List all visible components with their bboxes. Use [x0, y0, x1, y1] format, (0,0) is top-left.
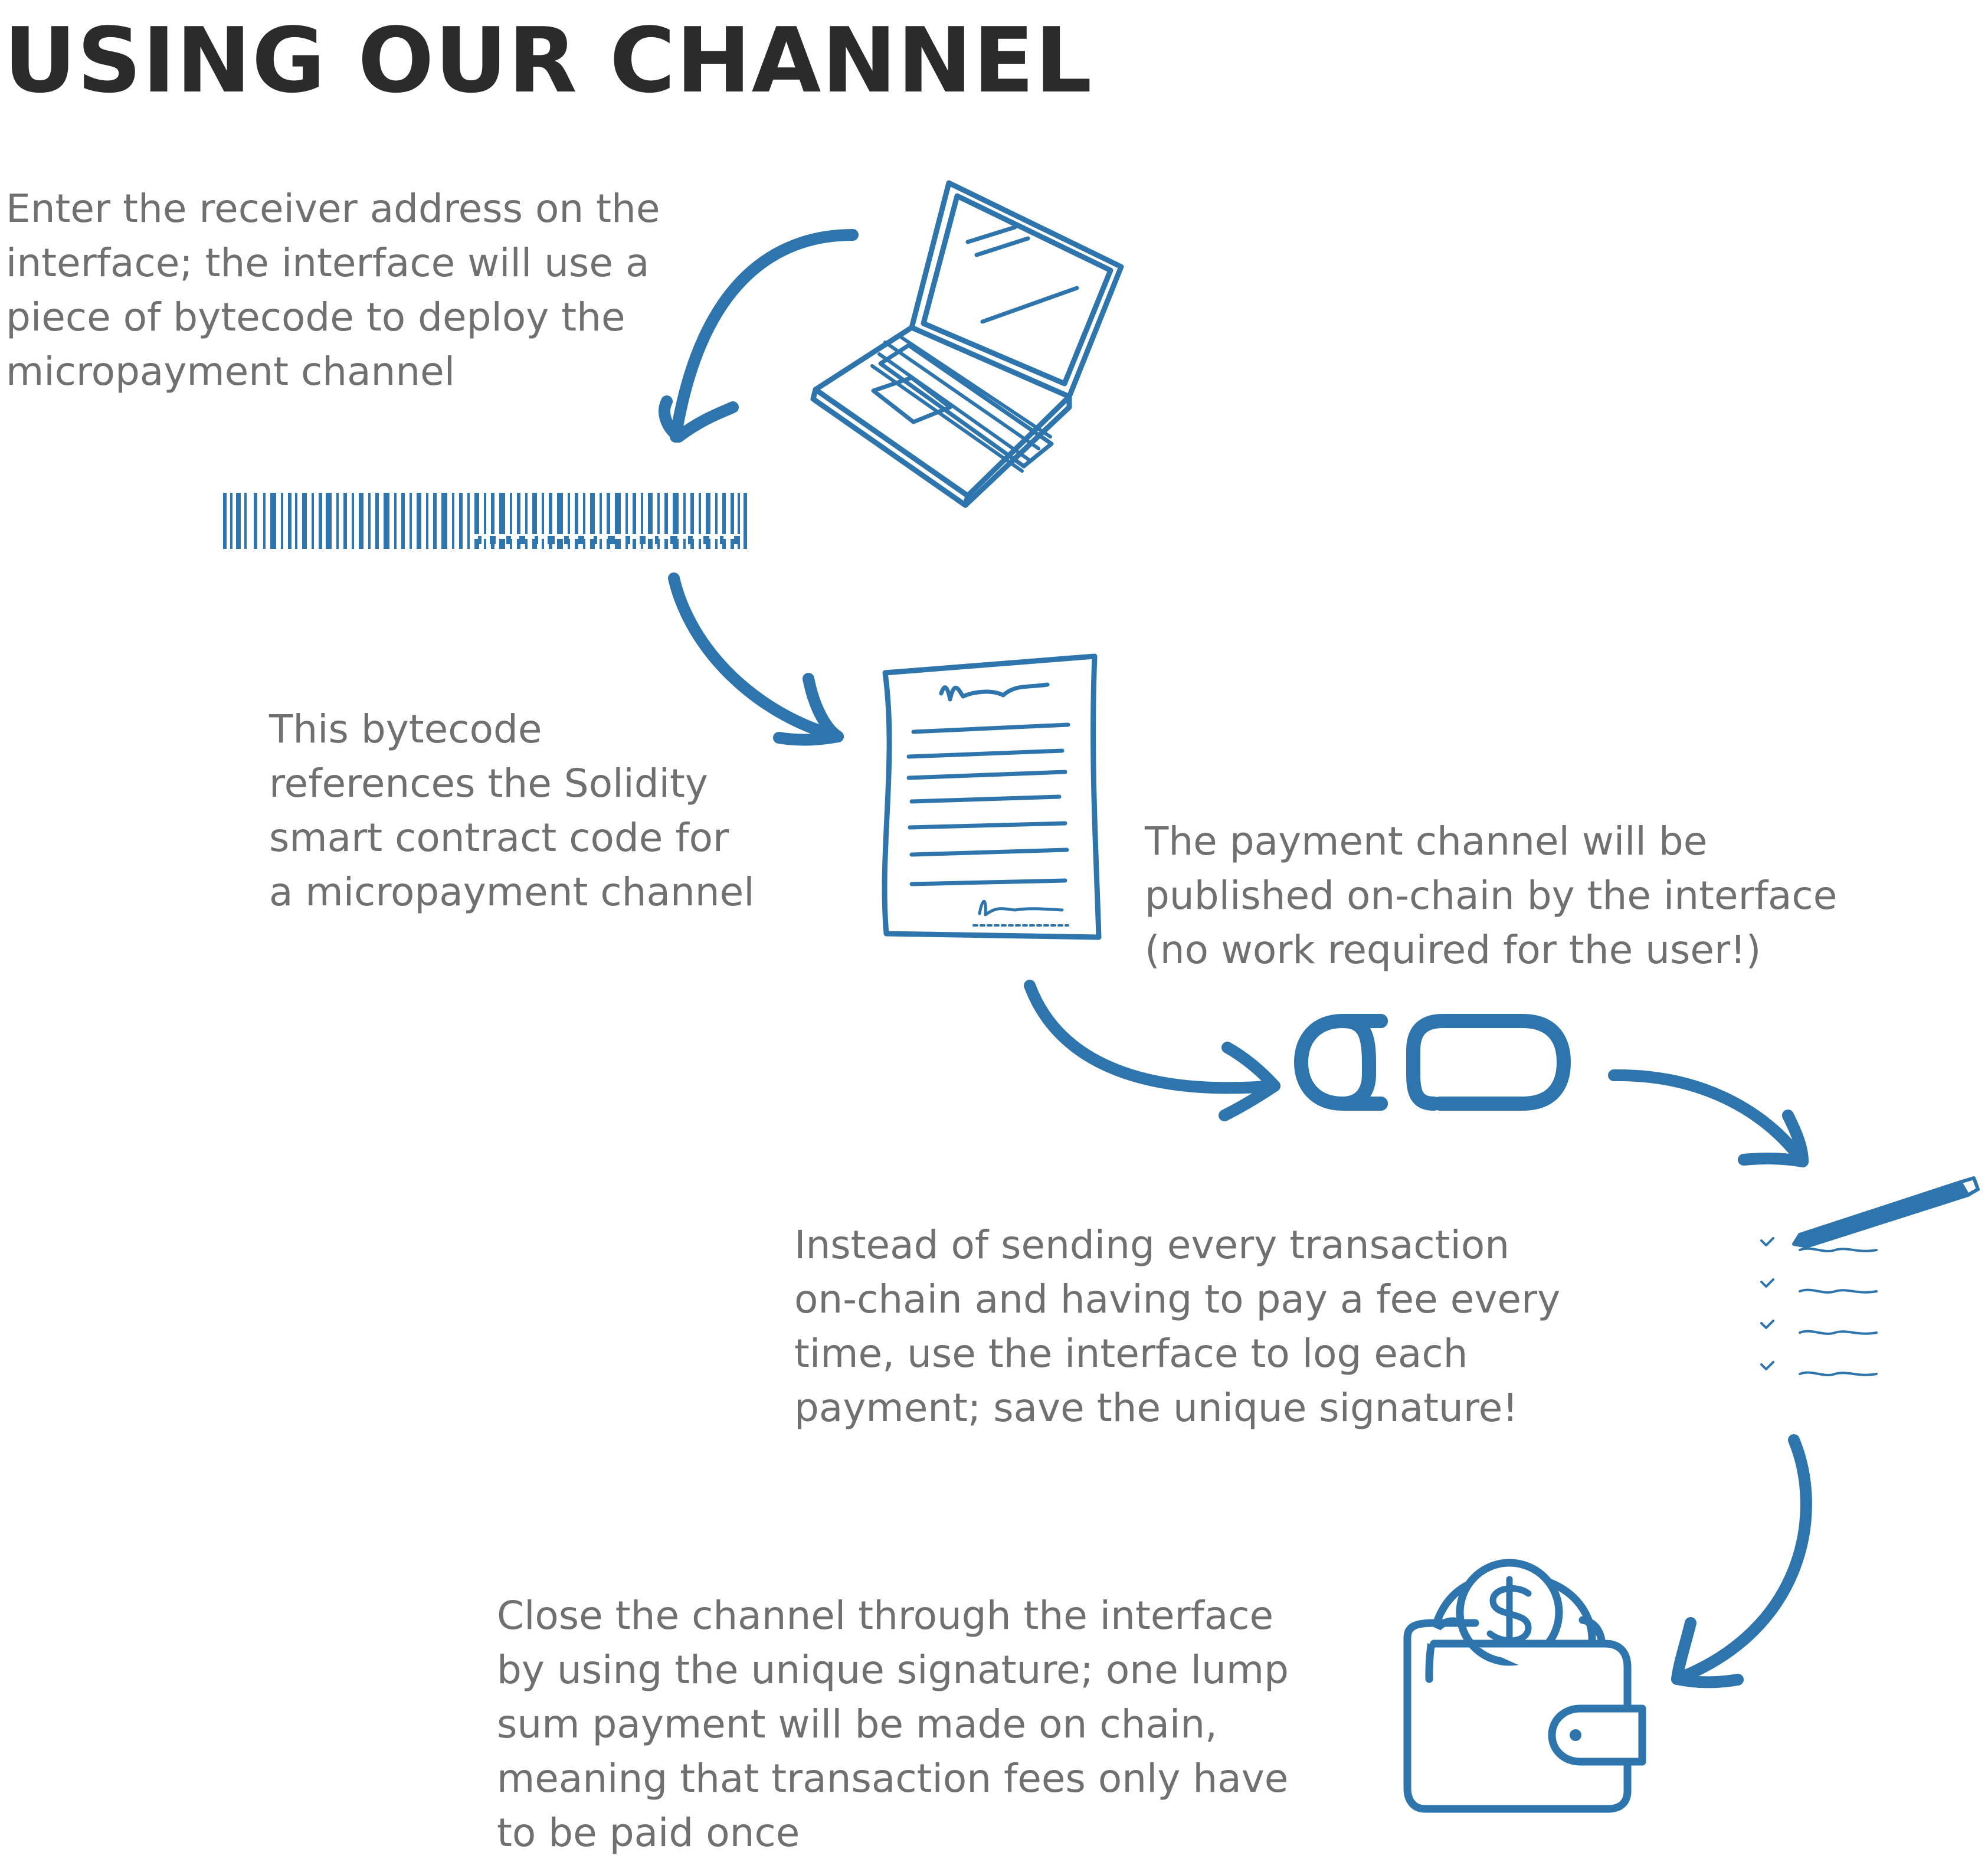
step-5-line: by using the unique signature; one lump: [497, 1647, 1289, 1693]
checklist-pen-icon: [1760, 1176, 1980, 1376]
step-2-line: This bytecode: [269, 706, 542, 752]
step-5-line: Close the channel through the interface: [497, 1593, 1274, 1638]
step-4-line: payment; save the unique signature!: [794, 1385, 1518, 1431]
step-1-line: piece of bytecode to deploy the: [6, 294, 625, 340]
chain-link-icon: [1293, 1014, 1571, 1111]
step-5-line: meaning that transaction fees only have: [497, 1756, 1289, 1801]
step-1-text: Enter the receiver address on the interf…: [6, 182, 660, 399]
page-title: USING OUR CHANNEL: [4, 8, 1093, 113]
step-5-text: Close the channel through the interface …: [497, 1589, 1289, 1860]
arrow-chain-to-checklist: [1608, 1069, 1809, 1167]
step-4-line: time, use the interface to log each: [794, 1331, 1468, 1376]
arrow-laptop-to-barcode: [659, 229, 859, 443]
step-2-line: references the Solidity: [269, 761, 708, 806]
contract-document-icon: [882, 653, 1102, 940]
step-3-text: The payment channel will be published on…: [1145, 814, 1837, 977]
step-5-line: to be paid once: [497, 1810, 800, 1856]
step-3-line: published on-chain by the interface: [1145, 873, 1838, 918]
step-4-line: Instead of sending every transaction: [794, 1222, 1510, 1268]
step-5-line: sum payment will be made on chain,: [497, 1701, 1218, 1747]
step-2-text: This bytecode references the Solidity sm…: [269, 702, 755, 919]
laptop-icon: [810, 180, 1124, 508]
step-1-line: micropayment channel: [6, 349, 456, 394]
step-2-line: a micropayment channel: [269, 869, 755, 915]
step-2-line: smart contract code for: [269, 815, 729, 860]
step-3-line: (no work required for the user!): [1145, 927, 1761, 973]
step-4-text: Instead of sending every transaction on-…: [794, 1218, 1560, 1435]
arrow-barcode-to-document: [668, 572, 844, 746]
step-3-line: The payment channel will be: [1145, 819, 1708, 864]
arrow-checklist-to-wallet: [1671, 1434, 1812, 1688]
step-1-line: interface; the interface will use a: [6, 240, 650, 286]
step-1-line: Enter the receiver address on the: [6, 186, 660, 231]
barcode-icon: [223, 493, 747, 549]
step-4-line: on-chain and having to pay a fee every: [794, 1277, 1561, 1322]
wallet-coin-icon: [1403, 1559, 1646, 1813]
arrow-document-to-chain: [1024, 980, 1280, 1121]
